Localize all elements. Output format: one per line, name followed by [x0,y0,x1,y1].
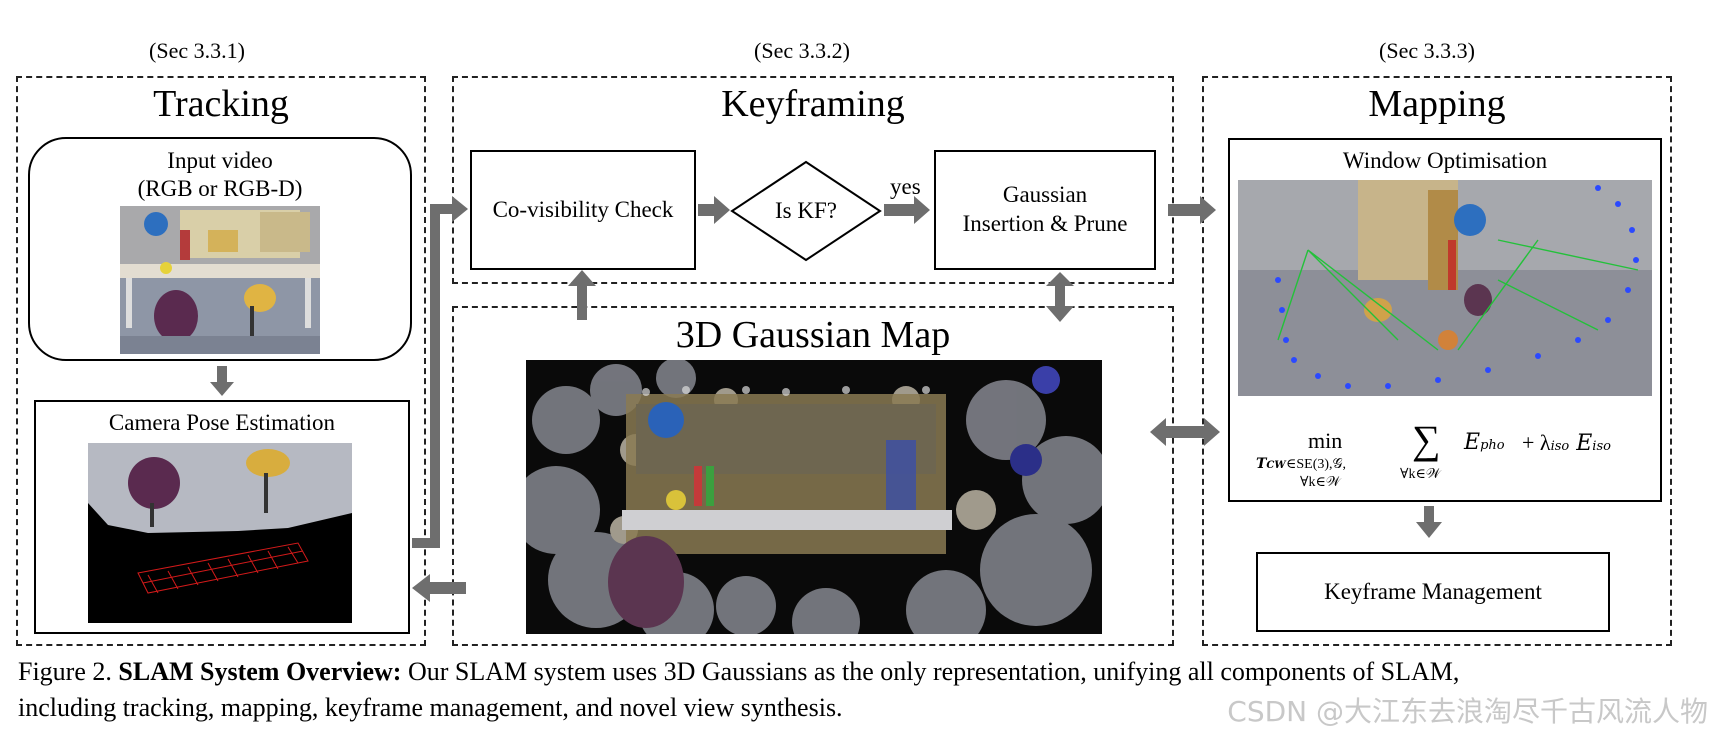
keyframe-management-box: Keyframe Management [1256,552,1610,632]
yes-label: yes [890,174,921,199]
caption-bold: SLAM System Overview: [118,657,402,686]
input-video-image [120,206,320,354]
arrow-window-to-kfm [1416,506,1442,538]
equation-min-subscript: ∈SE(3),𝒢, [1286,457,1346,472]
mapping-panel [1202,76,1672,646]
arrow-pose-to-covis [412,196,468,548]
arrow-insertion-map [1046,272,1074,322]
equation-min: min [1308,428,1343,453]
window-optimisation-title: Window Optimisation [1342,148,1548,173]
gaussian-insertion-box: Gaussian Insertion & Prune [934,150,1156,270]
arrow-map-to-tracking [412,574,466,602]
figure-caption: Figure 2. SLAM System Overview: Our SLAM… [18,654,1708,726]
keyframing-section-ref: (Sec 3.3.2) [754,38,850,63]
is-kf-decision [730,160,882,262]
arrow-map-to-covis [568,270,596,320]
tracking-title: Tracking [153,83,289,125]
arrow-keyframing-to-mapping [1168,196,1216,224]
covisibility-check-box: Co-visibility Check [470,150,696,270]
arrow-kf-to-insertion [884,196,930,224]
tracking-panel [16,76,426,646]
caption-line2: including tracking, mapping, keyframe ma… [18,693,843,722]
window-optimisation-image [1238,180,1652,396]
equation-sum: ∑ [1412,417,1441,462]
input-video-sublabel: (RGB or RGB-D) [137,176,303,201]
equation-photometric-term: Epho [1464,430,1505,455]
optimisation-equation: min TCW ∈SE(3),𝒢, ∀k∈𝒲 ∑ ∀k∈𝒲 Epho + λis… [1250,417,1650,494]
input-video-box: Input video (RGB or RGB-D) [28,137,412,361]
tracking-section-ref: (Sec 3.3.1) [149,38,245,63]
equation-iso-term: + λiso Eiso [1522,430,1611,456]
gaussian-insertion-line2: Insertion & Prune [962,211,1128,236]
equation-min-subscript-2: ∀k∈𝒲 [1300,475,1341,490]
mapping-title: Mapping [1368,83,1506,125]
gaussian-insertion-line1: Gaussian [1002,182,1088,208]
mapping-section-ref: (Sec 3.3.3) [1379,38,1475,63]
gaussian-map-image [526,360,1102,634]
input-video-label: Input video [167,148,273,173]
keyframing-panel [452,76,1174,284]
equation-sum-subscript: ∀k∈𝒲 [1400,467,1441,482]
caption-text: Our SLAM system uses 3D Gaussians as the… [407,657,1460,686]
gaussian-map-title: 3D Gaussian Map [675,314,951,356]
watermark: CSDN @大江东去浪淘尽千古风流人物 [1227,695,1708,728]
is-kf-label: Is KF? [775,197,837,223]
camera-pose-image [88,443,352,623]
gaussian-map-panel [452,306,1174,646]
equation-min-subscript-T: TCW [1256,456,1286,472]
arrow-covis-to-kf [698,196,730,224]
arrow-map-mapping [1150,418,1220,446]
caption-prefix: Figure 2. [18,657,112,686]
keyframing-title: Keyframing [721,83,905,125]
camera-pose-title: Camera Pose Estimation [108,410,336,435]
arrow-input-to-pose [210,366,234,396]
